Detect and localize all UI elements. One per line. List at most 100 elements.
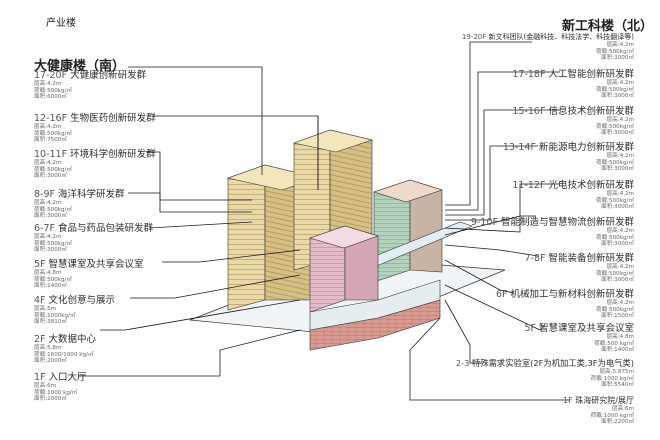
floor-range: 7-8F (524, 253, 546, 264)
floor-load: 荷载:500kg/㎡ (34, 240, 73, 247)
right-floor-block: 13-14F 新能源电力创新研发群 层高:4.2m 荷载:500kg/㎡ 面积:… (503, 139, 634, 173)
floor-range: 9-10F (470, 217, 498, 228)
floor-function: 智能制造与智慧物流创新研发群 (500, 217, 634, 228)
floor-load: 荷载:500kg/㎡ (595, 306, 634, 313)
floor-height: 层高:4.2m (606, 191, 634, 197)
floor-range: 6-7F (34, 223, 55, 234)
right-floor-block: 6F 机械加工与新材料创新研发群 层高:4.2m 荷载:500kg/㎡ 面积:1… (496, 286, 634, 320)
right-floor-block: 17-18F 人工智能创新研发群 层高:4.2m 荷载:500kg/㎡ 面积:3… (512, 66, 634, 100)
left-floor-block: 10-11F 环境科学创新研发群 层高:4.2m 荷载:500kg/㎡ 面积:3… (34, 146, 156, 180)
floor-load: 荷载:1600/1000 kg/㎡ (34, 351, 94, 358)
floor-area: 面积:2000㎡ (34, 358, 67, 365)
floor-range: 15-16F (512, 106, 546, 117)
floor-range: 1F (34, 372, 46, 383)
left-floor-block: 6-7F 食品与药品包装研发群 层高:4.2m 荷载:500kg/㎡ 面积:30… (34, 220, 153, 254)
floor-range: 1F (563, 396, 573, 405)
floor-area: 面积:3000㎡ (601, 241, 634, 248)
floor-load: 荷载:500kg/㎡ (34, 276, 73, 283)
floor-range: 17-20F (34, 70, 68, 81)
floor-load: 荷载:1000kg/㎡ (34, 312, 76, 319)
floor-function: 环境科学创新研发群 (70, 149, 156, 160)
floor-load: 荷载:500kg/㎡ (34, 87, 73, 94)
floor-load: 荷载:1000 kg/㎡ (590, 375, 634, 382)
floor-function: 大数据中心 (48, 334, 97, 345)
floor-function: 食品与药品包装研发群 (58, 223, 154, 234)
floor-height: 层高:4.2m (606, 117, 634, 123)
floor-function: 新能源电力创新研发群 (538, 142, 634, 153)
floor-range: 12-16F (34, 113, 68, 124)
floor-range: 19-20F (461, 33, 487, 41)
floor-function: 特殊需求实验室(2F为机加工类,3F为电气类) (472, 358, 634, 368)
right-leader-lines (409, 41, 570, 401)
floor-load: 荷载:500kg/㎡ (595, 86, 634, 93)
floor-function: 海洋科学研发群 (58, 189, 125, 200)
right-floor-block: 5F 智慧课室及共享会议室 层高:4.8m 荷载:500 kg/㎡ 面积:140… (524, 320, 634, 354)
right-floor-block: 11-12F 光电技术创新研发群 层高:4.2m 荷载:500kg/㎡ 面积:3… (512, 177, 634, 211)
floor-height: 层高:4.2m (34, 81, 62, 87)
floor-load: 荷载:500kg/㎡ (595, 159, 634, 166)
floor-function: 智慧课室及共享会议室 (538, 323, 634, 334)
right-floor-block: 19-20F 新文科团队(金融科技、科技法学、科技翻译等) 层高:4.2m 荷载… (462, 32, 634, 62)
floor-height: 层高:4.8m (606, 334, 634, 340)
floor-height: 层高:4.2m (34, 200, 62, 206)
right-floor-block: 7-8F 智能装备创新研发群 层高:4.2m 荷载:500kg/㎡ 面积:300… (524, 250, 634, 284)
floor-function: 新文科团队(金融科技、科技法学、科技翻译等) (488, 33, 634, 41)
floor-area: 面积:3810㎡ (34, 319, 67, 326)
floor-area: 面积:3000㎡ (601, 93, 634, 100)
floor-height: 层高:5.875m (599, 369, 634, 375)
right-floor-block: 2-3 特殊需求实验室(2F为机加工类,3F为电气类) 层高:5.875m 荷载… (456, 357, 634, 389)
floor-height: 层高:4.2m (606, 228, 634, 234)
north-tower-roof (373, 179, 443, 203)
floor-area: 面积:3000㎡ (34, 213, 67, 220)
floor-area: 面积:2000㎡ (34, 396, 67, 403)
floor-range: 5F (34, 259, 46, 270)
floor-load: 荷载:500kg/㎡ (595, 48, 634, 55)
floor-function: 文化创意与展示 (48, 295, 116, 306)
floor-area: 面积:3000㎡ (34, 173, 67, 180)
floor-height: 层高:4.2m (606, 42, 634, 48)
floor-load: 荷载:500kg/㎡ (34, 166, 73, 173)
floor-area: 面积:3000㎡ (601, 55, 634, 62)
floor-function: 智慧课室及共享会议室 (48, 259, 144, 270)
floor-area: 面积:3000㎡ (601, 277, 634, 284)
south-building-title: 大健康楼（南） (34, 59, 126, 74)
floor-height: 层高:4.2m (34, 234, 62, 240)
floor-range: 6F (495, 289, 508, 300)
floor-height: 层高:6m (34, 383, 57, 389)
floor-load: 荷载:500kg/㎡ (34, 130, 73, 137)
floor-height: 层高:6m (611, 406, 634, 412)
floor-function: 智能装备创新研发群 (548, 253, 634, 264)
floor-function: 机械加工与新材料创新研发群 (510, 289, 634, 300)
left-floor-block: 5F 智慧课室及共享会议室 层高:4.8m 荷载:500kg/㎡ 面积:1400… (34, 256, 144, 290)
left-floor-block: 8-9F 海洋科学研发群 层高:4.2m 荷载:500kg/㎡ 面积:3000㎡ (34, 186, 125, 220)
industry-building-label: 产业楼 (46, 18, 76, 29)
floor-area: 面积:5540㎡ (601, 382, 634, 389)
floor-area: 面积:2200㎡ (601, 419, 634, 426)
south-low-tower-front (227, 164, 266, 311)
floor-load: 荷载:500kg/㎡ (595, 270, 634, 277)
left-floor-block: 1F 入口大厅 层高:6m 荷载:1000 kg/㎡ 面积:2000㎡ (34, 369, 87, 403)
floor-range: 17-18F (512, 69, 546, 80)
floor-range: 11-12F (512, 180, 546, 191)
floor-range: 13-14F (502, 142, 536, 153)
right-floor-block: 9-10F 智能制造与智慧物流创新研发群 层高:4.2m 荷载:500kg/㎡ … (471, 214, 634, 248)
floor-area: 面积:1400㎡ (601, 347, 634, 354)
north-building-title: 新工科楼（北） (562, 19, 654, 34)
floor-load: 荷载:500kg/㎡ (595, 197, 634, 204)
floor-area: 面积:1500㎡ (601, 313, 634, 320)
floor-height: 层高:4.2m (34, 160, 62, 166)
podium-pink-roof (309, 225, 379, 249)
left-floor-block: 4F 文化创意与展示 层高:5m 荷载:1000kg/㎡ 面积:3810㎡ (34, 292, 115, 326)
left-floor-block: 2F 大数据中心 层高:5.8m 荷载:1600/1000 kg/㎡ 面积:20… (34, 331, 96, 365)
floor-range: 2F (34, 334, 46, 345)
left-floor-block: 17-20F 大健康创新研发群 层高:4.2m 荷载:500kg/㎡ 面积:60… (34, 67, 146, 101)
floor-load: 荷载:1000 kg/㎡ (590, 412, 634, 419)
floor-area: 面积:7500㎡ (34, 137, 67, 144)
floor-area: 面积:3000㎡ (34, 247, 67, 254)
floor-height: 层高:4.2m (606, 264, 634, 270)
floor-area: 面积:3000㎡ (601, 130, 634, 137)
floor-function: 信息技术创新研发群 (548, 106, 634, 117)
floor-area: 面积:1400㎡ (34, 283, 67, 290)
floor-function: 大健康创新研发群 (70, 70, 147, 81)
